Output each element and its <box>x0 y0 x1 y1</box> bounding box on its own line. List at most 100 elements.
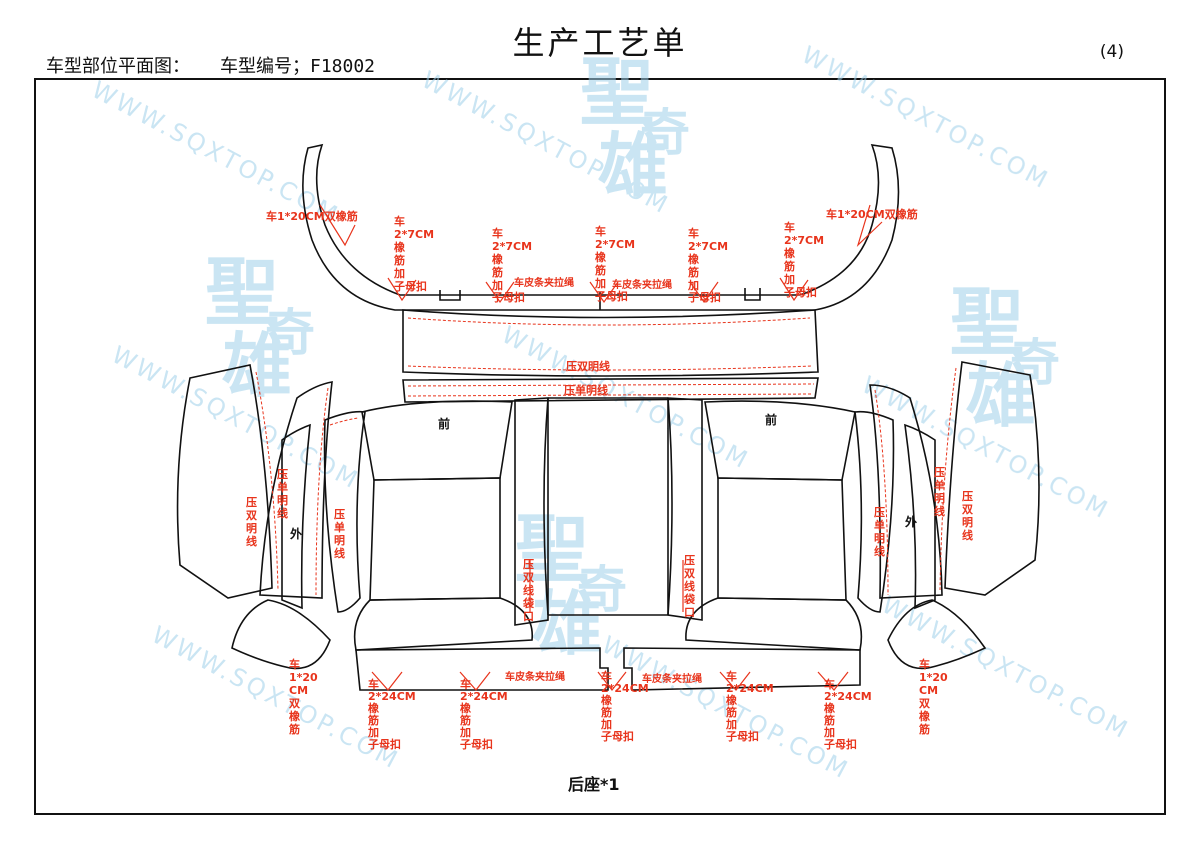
watermark-url: WWW.SQXTOP.COM <box>797 41 1054 196</box>
label-line: 橡 <box>595 250 606 264</box>
leader-mark <box>597 671 627 691</box>
label-line: 线 <box>277 506 288 520</box>
label-right-double: 压 双 明 线 <box>962 489 973 542</box>
label-line: 加 <box>459 725 471 739</box>
label-line: 单 <box>934 478 945 492</box>
leader-mark <box>856 204 883 248</box>
label-line: 压 <box>334 507 345 521</box>
right-seat-center <box>717 477 847 601</box>
header-meta: 车型部位平面图：车型编号；F18002 <box>46 52 405 78</box>
label-top-zip-right: 车皮条夹拉绳 <box>612 278 672 291</box>
left-seat-cushion <box>353 597 533 651</box>
label-line: 筋 <box>393 253 405 267</box>
label-line: 车 <box>394 214 405 228</box>
label-single-line: 压单明线 <box>564 383 608 397</box>
label-line: 筋 <box>459 713 471 727</box>
label-line: 车 <box>726 669 737 683</box>
label-line: 车 <box>688 226 699 240</box>
label-outer-left: 外 <box>290 526 302 541</box>
label-line: CM <box>919 684 938 697</box>
left-outer-panel <box>176 364 273 599</box>
label-line: 双 <box>289 697 300 710</box>
label-line: 车 <box>824 677 835 691</box>
label-line: 车 <box>289 657 300 671</box>
label-line: 加 <box>594 276 606 290</box>
label-line: 加 <box>823 725 835 739</box>
label-bottom-elastic-4: 车 2*24CM 橡 筋 加 子母扣 <box>725 669 774 743</box>
logo-char: 奇 <box>577 561 627 619</box>
logo-char: 雄 <box>598 125 668 207</box>
label-line: 压 <box>934 465 945 479</box>
label-line: 2*7CM <box>394 228 434 241</box>
label-line: 双 <box>919 697 930 710</box>
top-trim-seam <box>439 288 761 310</box>
bottom-strip <box>623 647 861 691</box>
label-top-elastic-1: 车 2*7CM 橡 筋 加 子母扣 <box>393 214 434 293</box>
left-seat-center <box>369 477 501 601</box>
label-bottom-elastic-1: 车 2*24CM 橡 筋 加 子母扣 <box>367 677 416 751</box>
label-line: 橡 <box>688 252 699 266</box>
label-line: 2*7CM <box>492 240 532 253</box>
watermark-url: WWW.SQXTOP.COM <box>87 76 344 231</box>
label-line: 加 <box>393 266 405 280</box>
label-line: 明 <box>246 522 257 535</box>
page-title: 生产工艺单 <box>512 24 688 62</box>
label-line: 车 <box>601 669 612 683</box>
annotations: 车1*20CM双橡筋 车1*20CM双橡筋 车 2*7CM 橡 筋 加 子母扣 … <box>246 207 973 751</box>
leader-mark <box>779 277 809 302</box>
leader-mark <box>485 281 515 304</box>
label-line: 压 <box>874 505 885 519</box>
label-right-single-2: 压 单 明 线 <box>934 465 945 518</box>
label-line: 双 <box>246 509 257 522</box>
label-left-double: 压 双 明 线 <box>246 495 257 548</box>
piece-labels: 前 前 外 外 后座*1 <box>290 412 917 794</box>
label-top-elastic-4: 车 2*7CM 橡 筋 加 子母扣 <box>687 226 728 304</box>
bottom-strip <box>355 647 609 691</box>
stitch-line <box>255 371 279 591</box>
watermark-logo: 聖 奇 雄 <box>515 507 627 665</box>
leader-mark <box>719 671 751 691</box>
logo-char: 聖 <box>580 50 654 136</box>
label-double-line: 压双明线 <box>566 359 610 373</box>
right-bolster-panel <box>869 384 943 599</box>
label-line: 车 <box>784 220 795 234</box>
label-line: 2*24CM <box>601 682 649 695</box>
logo-char: 雄 <box>532 583 602 665</box>
label-line: 橡 <box>824 701 835 715</box>
label-line: 橡 <box>784 246 795 260</box>
watermark-url: WWW.SQXTOP.COM <box>147 621 404 776</box>
label-pocket-left: 压 双 线 袋 口 <box>522 557 535 623</box>
label-line: 加 <box>725 717 737 731</box>
label-line: 车 <box>368 677 379 691</box>
label-line: 线 <box>246 534 257 548</box>
stitch-line <box>407 317 811 326</box>
label-bottom-elastic-5: 车 2*24CM 橡 筋 加 子母扣 <box>823 677 872 751</box>
label-line: 子母扣 <box>394 279 427 293</box>
label-line: 车 <box>492 226 503 240</box>
label-line: 子母扣 <box>601 729 634 743</box>
label-line: 橡 <box>460 701 471 715</box>
label-line: 明 <box>277 494 288 507</box>
right-corner-piece <box>887 599 987 670</box>
label-line: 橡 <box>368 701 379 715</box>
label-bottom-zip-left: 车皮条夹拉绳 <box>505 670 565 683</box>
label-line: 车 <box>595 224 606 238</box>
label-line: 筋 <box>600 705 612 719</box>
label-line: 加 <box>600 717 612 731</box>
label-line: 线 <box>962 528 973 542</box>
stitch-line <box>874 389 889 596</box>
leader-mark <box>689 281 719 304</box>
label-line: 口 <box>684 606 695 619</box>
label-line: 单 <box>874 518 885 532</box>
stitch-line <box>329 417 359 426</box>
label-line: 橡 <box>394 240 405 254</box>
label-right-single-1: 压 单 明 线 <box>874 505 885 558</box>
right-wing-panel <box>904 423 936 610</box>
label-bottom-elastic-3: 车 2*24CM 橡 筋 加 子母扣 <box>600 669 649 743</box>
label-line: 明 <box>962 516 973 529</box>
label-top-zip-left: 车皮条夹拉绳 <box>514 276 574 289</box>
annotation-marks <box>319 204 883 691</box>
label-left-single-2: 压 单 明 线 <box>334 507 345 560</box>
label-front-left: 前 <box>438 416 450 431</box>
